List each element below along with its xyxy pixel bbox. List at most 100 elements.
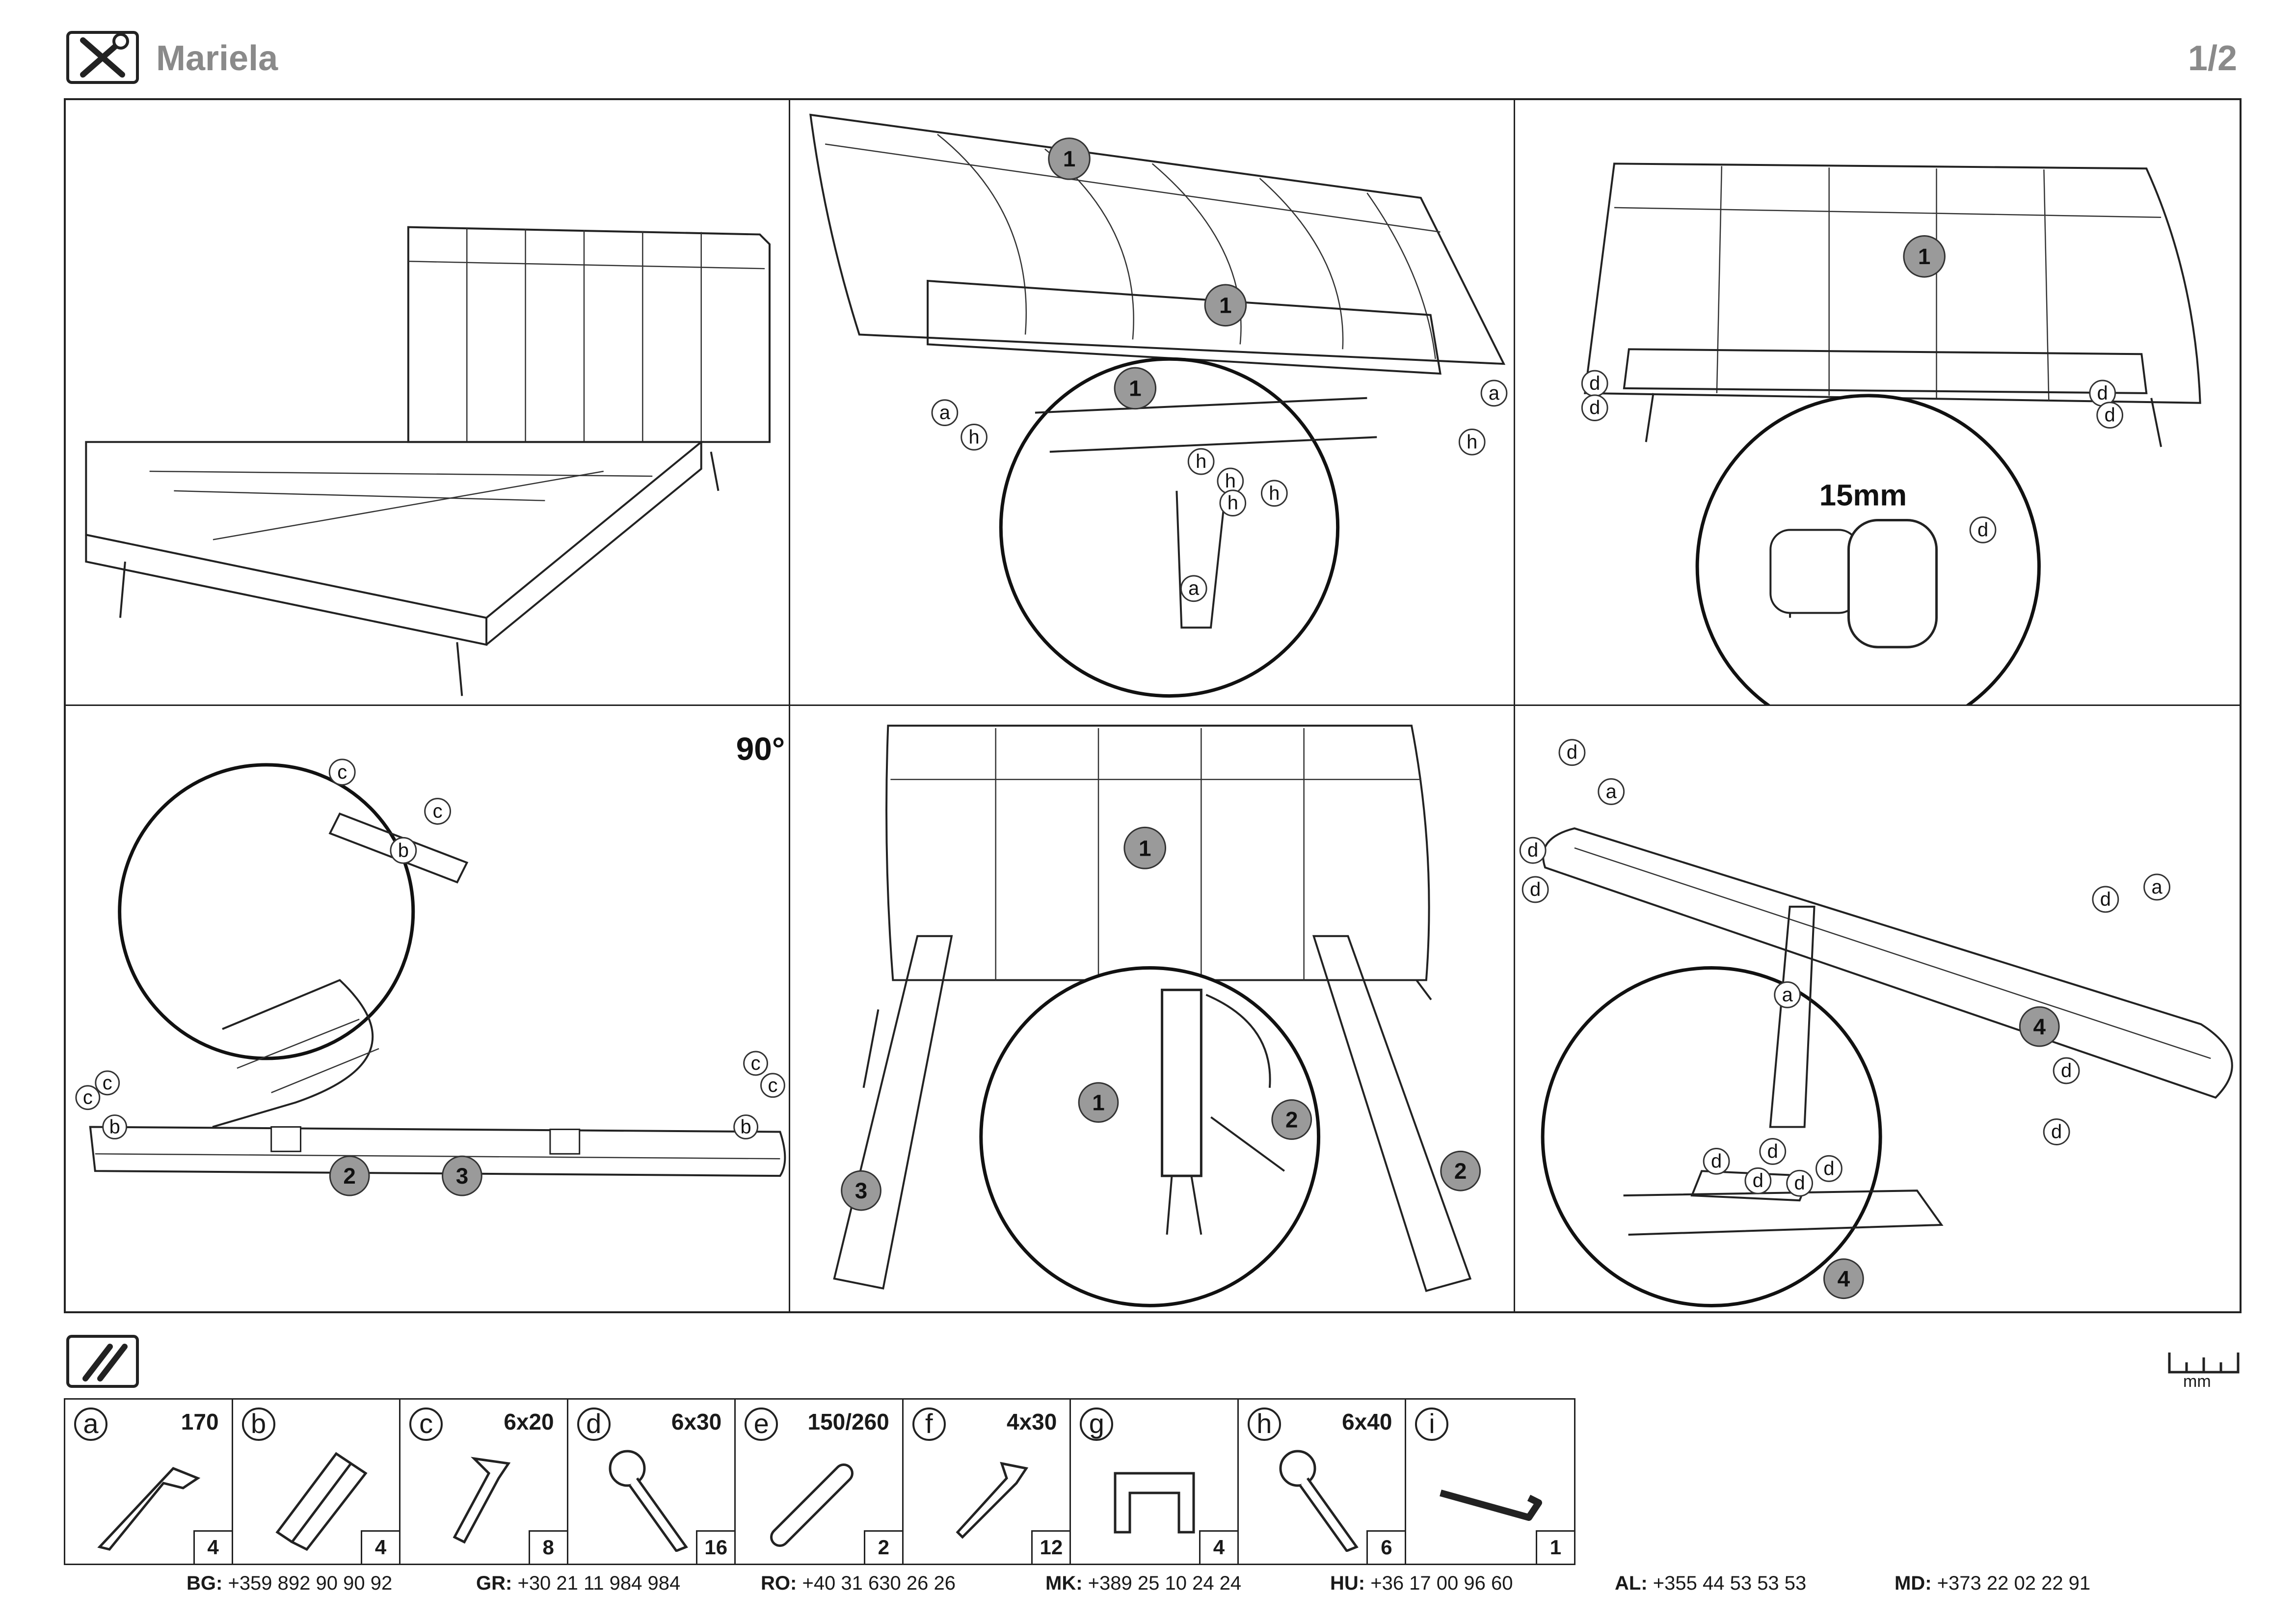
svg-text:c: c: [433, 800, 443, 822]
svg-text:2: 2: [343, 1163, 356, 1189]
side-rail-illustration: c c b 90° 2 3 c c b c c b: [75, 730, 786, 1196]
svg-text:d: d: [2051, 1121, 2062, 1142]
angle-bracket-icon: [275, 1452, 368, 1551]
part-size: 170: [181, 1409, 219, 1435]
svg-text:h: h: [1269, 483, 1280, 504]
svg-text:h: h: [1467, 431, 1477, 453]
bolt-icon: [609, 1450, 688, 1552]
svg-text:a: a: [939, 402, 951, 424]
part-letter: a: [74, 1407, 107, 1441]
part-letter: f: [912, 1407, 946, 1441]
svg-text:d: d: [1711, 1150, 1722, 1172]
svg-text:d: d: [2061, 1059, 2072, 1081]
document-title: Mariela: [156, 39, 278, 78]
svg-text:c: c: [83, 1086, 93, 1108]
part-quantity: 8: [528, 1530, 567, 1564]
rotation-label: 90°: [736, 730, 785, 766]
svg-text:c: c: [337, 761, 347, 783]
screws-icon: [66, 1335, 139, 1388]
part-quantity: 16: [696, 1530, 735, 1564]
part-1-callout: 1 1 1: [1048, 137, 1247, 410]
svg-text:d: d: [1752, 1170, 1763, 1191]
svg-text:h: h: [1228, 492, 1238, 514]
part-f: f 4x30 12: [904, 1400, 1071, 1564]
svg-text:c: c: [103, 1072, 112, 1093]
part-c: c 6x20 8: [400, 1400, 568, 1564]
step-rails-to-headboard: 1 3 2 1 2: [790, 705, 1515, 1311]
svg-text:1: 1: [1918, 244, 1930, 269]
bed-leg-icon: [97, 1467, 201, 1551]
part-letter: e: [745, 1407, 778, 1441]
part-letter: b: [241, 1407, 275, 1441]
letter-callouts: a h a h h h h h a: [931, 379, 1508, 602]
part-size: 6x20: [504, 1409, 554, 1435]
contact-bg: BG: +359 892 90 90 92: [187, 1572, 393, 1594]
part-size: 6x30: [671, 1409, 722, 1435]
part-quantity: 6: [1366, 1530, 1405, 1564]
part-quantity: 12: [1031, 1530, 1070, 1564]
svg-text:d: d: [1823, 1158, 1834, 1179]
svg-text:d: d: [1977, 519, 1988, 541]
wood-screw-icon: [956, 1462, 1028, 1539]
part-quantity: 4: [1199, 1530, 1237, 1564]
svg-text:3: 3: [855, 1178, 868, 1203]
svg-text:c: c: [751, 1052, 761, 1074]
tools-icon: [66, 31, 139, 84]
svg-text:d: d: [1530, 878, 1541, 900]
part-a: a 170 4: [65, 1400, 233, 1564]
svg-text:h: h: [1225, 470, 1236, 492]
svg-text:d: d: [1527, 839, 1538, 861]
parts-list: a 170 4 b 4 c 6x20 8 d 6x30 16 e 150/260…: [64, 1398, 1575, 1565]
svg-text:d: d: [1794, 1172, 1805, 1194]
svg-text:d: d: [2097, 382, 2108, 404]
part-letter: g: [1080, 1407, 1114, 1441]
spacer-bolt-icon: [770, 1463, 854, 1547]
bolt-icon: [1279, 1450, 1359, 1552]
step-headboard-screws: 1 d d d d 15mm d: [1515, 100, 2240, 706]
step-side-rail-brackets: c c b 90° 2 3 c c b c c b: [66, 705, 791, 1311]
part-size: 6x40: [1342, 1409, 1392, 1435]
svg-text:a: a: [1188, 578, 1200, 599]
svg-text:3: 3: [456, 1163, 469, 1189]
legs-to-headboard-illustration: 1 1 1 a h a h h h h h a: [809, 113, 1508, 698]
svg-text:1: 1: [1063, 146, 1075, 171]
slat-holder-icon: [1114, 1472, 1195, 1534]
part-size: 150/260: [807, 1409, 889, 1435]
svg-text:2: 2: [1454, 1158, 1467, 1184]
unit-label: mm: [2183, 1372, 2211, 1391]
svg-text:d: d: [1567, 741, 1577, 763]
contact-hu: HU: +36 17 00 96 60: [1330, 1572, 1513, 1594]
part-quantity: 4: [361, 1530, 400, 1564]
part-b: b 4: [233, 1400, 401, 1564]
countersunk-screw-icon: [453, 1457, 511, 1544]
headboard-screws-illustration: 1 d d d d 15mm d: [1581, 162, 2201, 704]
svg-text:d: d: [1767, 1140, 1778, 1162]
part-h: h 6x40 6: [1239, 1400, 1407, 1564]
part-size: 4x30: [1006, 1409, 1057, 1435]
svg-text:4: 4: [1837, 1266, 1850, 1291]
part-g: g 4: [1071, 1400, 1239, 1564]
part-letter: h: [1247, 1407, 1281, 1441]
part-quantity: 2: [863, 1530, 902, 1564]
svg-text:b: b: [109, 1116, 120, 1137]
part-letter: c: [409, 1407, 443, 1441]
part-i: i 1: [1406, 1400, 1574, 1564]
part-d: d 6x30 16: [568, 1400, 736, 1564]
contact-ro: RO: +40 31 630 26 26: [761, 1572, 956, 1594]
legs-footboard-illustration: a d d d d d 4 4 d a d d d a d d: [1519, 738, 2233, 1307]
svg-text:d: d: [2100, 888, 2110, 910]
part-quantity: 1: [1535, 1530, 1574, 1564]
contact-mk: MK: +389 25 10 24 24: [1045, 1572, 1242, 1594]
svg-text:h: h: [1196, 451, 1206, 472]
page-number: 1/2: [2188, 39, 2237, 78]
part-letter: d: [577, 1407, 611, 1441]
svg-text:b: b: [741, 1116, 751, 1137]
svg-text:2: 2: [1285, 1107, 1298, 1132]
svg-text:d: d: [2104, 405, 2115, 426]
step-attach-legs: 1 1 1 a h a h h h h h a: [790, 100, 1515, 706]
assembly-steps: 1 1 1 a h a h h h h h a 1 d: [64, 98, 2242, 1313]
part-e: e 150/260 2: [736, 1400, 904, 1564]
step-legs-to-footboard: a d d d d d 4 4 d a d d d a d d: [1515, 706, 2240, 1312]
part-quantity: 4: [193, 1530, 232, 1564]
svg-text:1: 1: [1093, 1089, 1105, 1115]
